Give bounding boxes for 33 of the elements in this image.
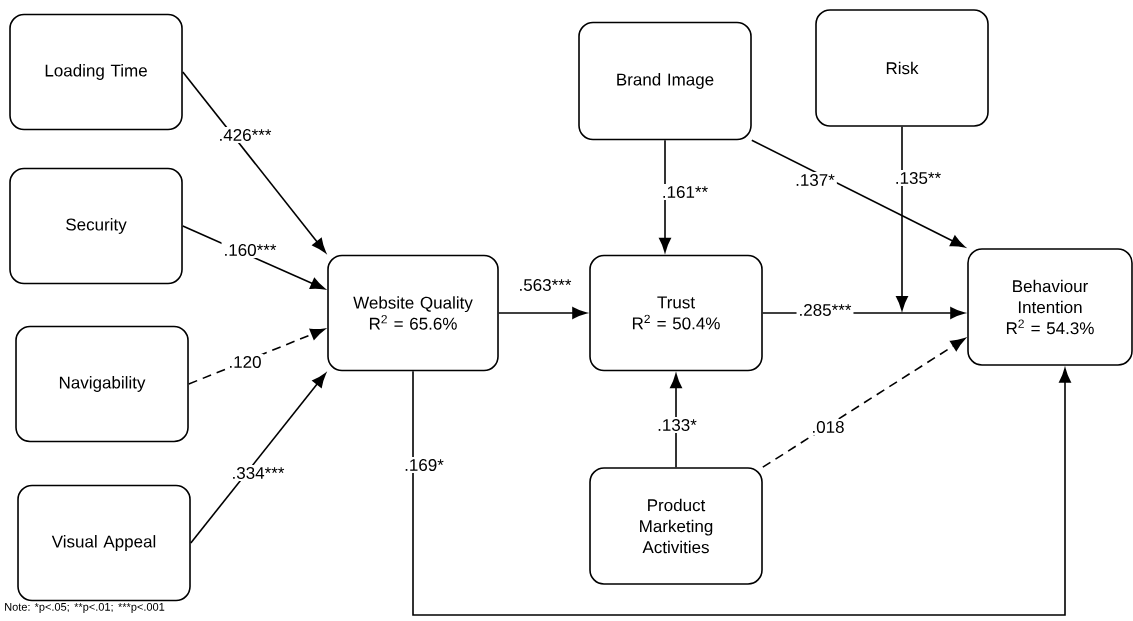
construct-box: Product Marketing Activities bbox=[589, 467, 763, 585]
edge-label: .563*** bbox=[516, 276, 574, 293]
edge-label: .120 bbox=[226, 353, 264, 370]
arrow bbox=[412, 368, 1071, 616]
construct-box: Brand Image bbox=[578, 21, 752, 141]
edge-label: .160*** bbox=[221, 241, 279, 258]
construct-box: Behaviour Intention R$^{2}$ = 54.3% bbox=[967, 248, 1133, 366]
construct-box: Security bbox=[9, 167, 183, 285]
edge-label: .285*** bbox=[796, 301, 854, 318]
construct-box: Visual Appeal bbox=[17, 484, 191, 602]
arrow bbox=[896, 126, 908, 311]
construct-box: Trust R$^{2}$ = 50.4% bbox=[589, 254, 763, 372]
arrow bbox=[182, 71, 326, 253]
edge-label: .426*** bbox=[216, 126, 274, 143]
arrow bbox=[188, 328, 325, 385]
construct-box: Loading Time bbox=[9, 13, 183, 131]
arrow bbox=[762, 338, 966, 468]
construct-box: Risk bbox=[815, 9, 989, 127]
edge-label: .161** bbox=[659, 183, 711, 200]
edge-label: .137* bbox=[793, 171, 837, 188]
construct-box: Navigability bbox=[15, 325, 189, 443]
edge-label: .133* bbox=[655, 416, 699, 433]
arrow bbox=[670, 373, 682, 468]
arrow bbox=[190, 373, 326, 544]
edge-label: .169* bbox=[402, 456, 446, 473]
construct-box: Website Quality R$^{2}$ = 65.6% bbox=[327, 254, 499, 372]
note-text: Note: *p<.05; bbox=[5, 603, 69, 613]
edge-label: .135** bbox=[892, 169, 944, 186]
edge-label: .334*** bbox=[229, 464, 287, 481]
edge-label: .018 bbox=[809, 418, 847, 435]
arrow bbox=[659, 139, 671, 253]
arrow bbox=[751, 139, 966, 248]
arrow bbox=[498, 307, 587, 319]
